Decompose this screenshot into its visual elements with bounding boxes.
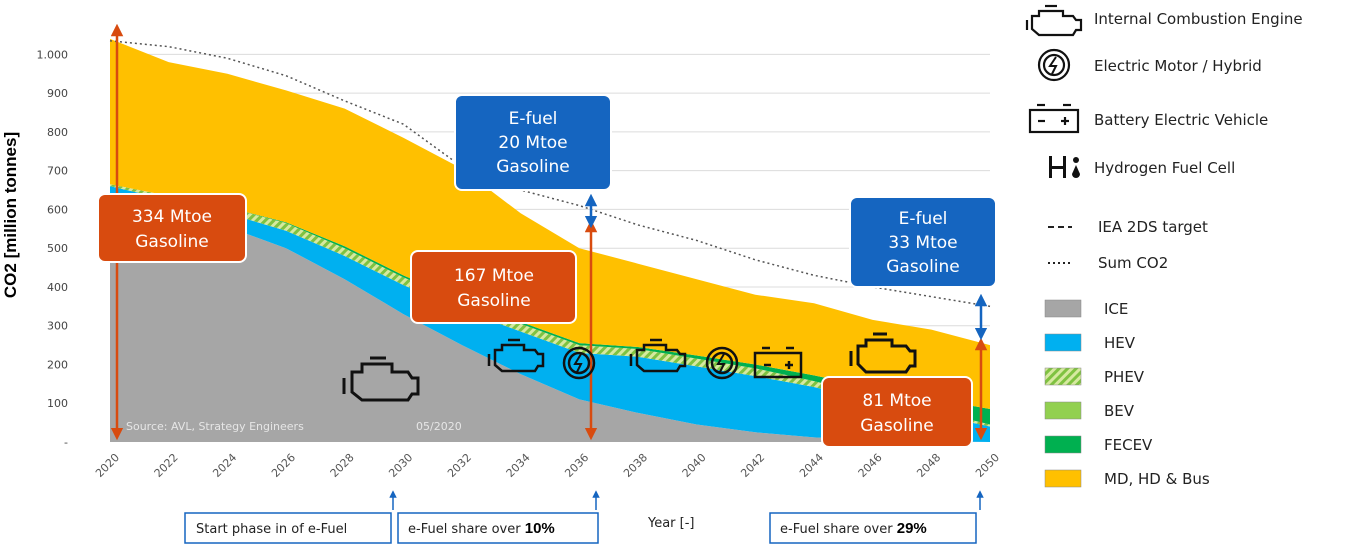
date-text: 05/2020 xyxy=(416,420,462,433)
svg-text:E-fuel: E-fuel xyxy=(509,109,558,129)
legend-label: MD, HD & Bus xyxy=(1104,470,1210,488)
area-phev xyxy=(110,184,990,427)
annotation-81-gasoline: 81 Mtoe Gasoline xyxy=(821,376,973,448)
svg-text:Gasoline: Gasoline xyxy=(457,291,531,311)
x-tick-label: 2044 xyxy=(797,451,826,480)
x-tick-label: 2026 xyxy=(269,451,298,480)
legend-swatch xyxy=(1044,333,1082,352)
svg-text:81 Mtoe: 81 Mtoe xyxy=(862,391,931,411)
svg-text:Gasoline: Gasoline xyxy=(135,232,209,252)
svg-text:Gasoline: Gasoline xyxy=(496,157,570,177)
engine-icon xyxy=(849,332,917,374)
x-axis-label: Year [-] xyxy=(647,516,695,531)
legend-label: BEV xyxy=(1104,402,1135,420)
svg-text:33 Mtoe: 33 Mtoe xyxy=(888,233,957,253)
battery-icon xyxy=(753,346,803,379)
area-md-hd-bus xyxy=(110,38,990,410)
svg-text:Gasoline: Gasoline xyxy=(860,416,934,436)
legend-label-engine: Internal Combustion Engine xyxy=(1094,10,1303,28)
legend-label: ICE xyxy=(1104,300,1128,318)
x-tick-label: 2050 xyxy=(973,451,1002,480)
note-share-29: e-Fuel share over 29% xyxy=(769,490,984,544)
annotation-efuel-20: E-fuel 20 Mtoe Gasoline xyxy=(454,94,612,191)
legend-label: FECEV xyxy=(1104,436,1153,454)
annotation-334-gasoline: 334 Mtoe Gasoline xyxy=(97,193,247,263)
x-tick-label: 2046 xyxy=(856,451,885,480)
legend-label-iea: IEA 2DS target xyxy=(1098,218,1208,236)
legend-electric-motor-icon xyxy=(1037,48,1071,82)
y-tick-label: - xyxy=(64,436,68,449)
x-tick-label: 2024 xyxy=(210,451,239,480)
x-tick-label: 2034 xyxy=(504,451,533,480)
x-tick-label: 2040 xyxy=(680,451,709,480)
x-tick-label: 2048 xyxy=(914,451,943,480)
x-tick-label: 2032 xyxy=(445,451,474,480)
x-tick-label: 2042 xyxy=(738,451,767,480)
legend-label-battery: Battery Electric Vehicle xyxy=(1094,111,1268,129)
electric-motor-icon xyxy=(705,346,739,380)
x-tick-label: 2030 xyxy=(386,451,415,480)
legend-battery-icon xyxy=(1028,103,1080,134)
y-tick-label: 500 xyxy=(47,242,68,255)
legend-swatches: ICE HEV PHEV BEV FECEV MD, HD & Bus xyxy=(1044,299,1210,488)
x-tick-label: 2036 xyxy=(562,451,591,480)
legend-label: PHEV xyxy=(1104,368,1145,386)
note-start-phase: Start phase in of e-Fuel xyxy=(184,490,397,544)
y-tick-label: 400 xyxy=(47,281,68,294)
legend-engine-icon xyxy=(1025,4,1083,37)
legend-swatch xyxy=(1044,469,1082,488)
y-tick-label: 900 xyxy=(47,87,68,100)
annotation-efuel-33: E-fuel 33 Mtoe Gasoline xyxy=(849,196,997,288)
y-ticks: - 100 200 300 400 500 600 700 800 900 1.000 xyxy=(37,48,69,449)
legend-label: HEV xyxy=(1104,334,1136,352)
legend-swatch xyxy=(1044,299,1082,318)
svg-text:Start phase in of e-Fuel: Start phase in of e-Fuel xyxy=(196,522,347,537)
legend-swatch xyxy=(1044,401,1082,420)
x-ticks: 2020 2022 2024 2026 2028 2030 2032 2034 2036 2038… xyxy=(93,451,1002,480)
area-ice xyxy=(110,193,990,442)
y-tick-label: 1.000 xyxy=(37,48,69,61)
legend: Internal Combustion Engine Electric Moto… xyxy=(1025,4,1303,272)
x-tick-label: 2020 xyxy=(93,451,122,480)
legend-label-sum: Sum CO2 xyxy=(1098,254,1168,272)
legend-hydrogen-icon xyxy=(1049,156,1080,178)
legend-swatch xyxy=(1044,367,1082,386)
x-tick-label: 2022 xyxy=(152,451,181,480)
y-tick-label: 200 xyxy=(47,358,68,371)
y-tick-label: 300 xyxy=(47,320,68,333)
engine-icon xyxy=(487,338,545,373)
note-share-10: e-Fuel share over 10% xyxy=(397,490,600,544)
x-tick-label: 2038 xyxy=(621,451,650,480)
y-tick-label: 600 xyxy=(47,203,68,216)
legend-label-electric-motor: Electric Motor / Hybrid xyxy=(1094,57,1262,75)
area-hev xyxy=(110,186,990,442)
engine-icon xyxy=(629,338,687,373)
engine-icon xyxy=(342,356,420,402)
svg-text:e-Fuel share over 29%: e-Fuel share over 29% xyxy=(780,520,927,537)
svg-text:e-Fuel share over 10%: e-Fuel share over 10% xyxy=(408,520,555,537)
y-tick-label: 700 xyxy=(47,165,68,178)
svg-text:334 Mtoe: 334 Mtoe xyxy=(132,207,212,227)
legend-swatch xyxy=(1044,435,1082,454)
svg-text:20 Mtoe: 20 Mtoe xyxy=(498,133,567,153)
svg-text:E-fuel: E-fuel xyxy=(899,209,948,229)
x-tick-label: 2028 xyxy=(328,451,357,480)
y-tick-label: 800 xyxy=(47,126,68,139)
svg-text:167 Mtoe: 167 Mtoe xyxy=(454,266,534,286)
legend-label-hydrogen: Hydrogen Fuel Cell xyxy=(1094,159,1235,177)
annotation-167-gasoline: 167 Mtoe Gasoline xyxy=(410,250,577,324)
y-axis-label: CO2 [million tonnes] xyxy=(1,132,20,298)
electric-motor-icon xyxy=(562,346,596,380)
y-tick-label: 100 xyxy=(47,397,68,410)
source-text: Source: AVL, Strategy Engineers xyxy=(126,420,304,433)
svg-text:Gasoline: Gasoline xyxy=(886,257,960,277)
